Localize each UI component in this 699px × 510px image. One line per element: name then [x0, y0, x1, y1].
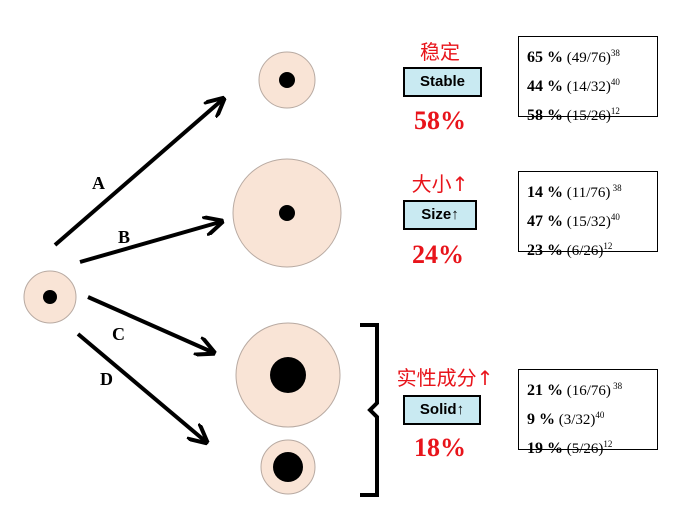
ref-pct: 14 % — [527, 184, 563, 201]
outcome-size-percent: 24% — [412, 240, 464, 269]
solid-increase-nodule-large — [235, 322, 341, 428]
outcome-stable-chinese: 稳定 — [420, 40, 460, 64]
ref-cite: 12 — [603, 439, 613, 449]
solid-group-bracket — [360, 323, 379, 497]
ref-frac: (14/32) — [566, 79, 611, 95]
ref-pct: 21 % — [527, 382, 563, 399]
ref-cite: 38 — [610, 381, 623, 391]
ref-cite: 38 — [610, 48, 620, 58]
outcome-size-tag: Size↑ — [403, 200, 477, 230]
arrow-c — [87, 295, 212, 352]
ref-frac: (15/26) — [566, 108, 611, 124]
ref-cite: 12 — [603, 241, 613, 251]
ref-pct: 58 % — [527, 107, 563, 124]
stable-nodule — [258, 51, 316, 109]
ref-pct: 9 % — [527, 411, 555, 428]
ref-cite: 40 — [595, 410, 605, 420]
arrow-a — [53, 100, 222, 247]
ref-line: 65 % (49/76)38 — [527, 41, 649, 70]
ref-cite: 12 — [610, 106, 620, 116]
ref-frac: (15/32) — [566, 214, 611, 230]
arrow-d — [76, 332, 205, 441]
ref-pct: 44 % — [527, 78, 563, 95]
outcome-solid-percent: 18% — [414, 433, 466, 462]
outcome-solid-refs: 21 % (16/76) 38 9 % (3/32)40 19 % (5/26)… — [518, 369, 658, 457]
ref-pct: 23 % — [527, 242, 563, 259]
outcome-size-chinese: 大小↑ — [411, 172, 469, 196]
ref-line: 14 % (11/76) 38 — [527, 176, 649, 205]
outcome-size-refs: 14 % (11/76) 38 47 % (15/32)40 23 % (6/2… — [518, 171, 658, 259]
ref-frac: (3/32) — [558, 412, 596, 428]
ref-frac: (5/26) — [566, 441, 604, 457]
ref-line: 58 % (15/26)12 — [527, 99, 649, 128]
ref-frac: (16/76) — [566, 383, 611, 399]
solid-increase-nodule-small — [260, 439, 316, 495]
ref-frac: (49/76) — [566, 50, 611, 66]
ref-cite: 40 — [610, 77, 620, 87]
ref-pct: 65 % — [527, 49, 563, 66]
ref-line: 19 % (5/26)12 — [527, 432, 649, 461]
path-label-d: D — [100, 369, 113, 389]
outcome-stable-percent: 58% — [414, 106, 466, 135]
outcome-solid-chinese: 实性成分↑ — [396, 366, 494, 390]
size-increase-nodule — [232, 158, 342, 268]
ref-pct: 47 % — [527, 213, 563, 230]
ref-line: 47 % (15/32)40 — [527, 205, 649, 234]
outcome-stable-refs: 65 % (49/76)38 44 % (14/32)40 58 % (15/2… — [518, 36, 658, 124]
ref-frac: (6/26) — [566, 243, 604, 259]
path-label-c: C — [112, 324, 125, 344]
initial-nodule — [23, 270, 77, 324]
outcome-solid-tag: Solid↑ — [403, 395, 481, 425]
ref-cite: 38 — [610, 183, 622, 193]
ref-cite: 40 — [610, 212, 620, 222]
arrow-b — [79, 222, 220, 264]
path-label-a: A — [92, 173, 105, 193]
ref-pct: 19 % — [527, 440, 563, 457]
ref-line: 9 % (3/32)40 — [527, 403, 649, 432]
ref-line: 23 % (6/26)12 — [527, 234, 649, 263]
ref-line: 21 % (16/76) 38 — [527, 374, 649, 403]
path-label-b: B — [118, 227, 130, 247]
ref-line: 44 % (14/32)40 — [527, 70, 649, 99]
ref-frac: (11/76) — [566, 185, 611, 201]
outcome-stable-tag: Stable — [403, 67, 482, 97]
